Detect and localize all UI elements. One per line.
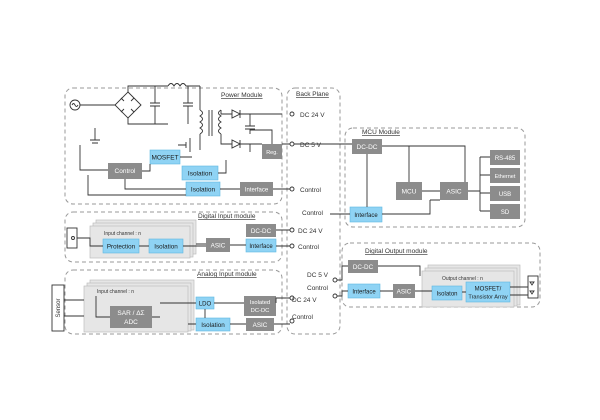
isolated-dcdc-line1: Isolated: [250, 300, 270, 306]
isolation-label-a: Isolation: [188, 171, 213, 178]
digital-output-module: DC 5 V Control DC-DC Interface ASIC Outp…: [307, 260, 539, 308]
ethernet-label: Ethernet: [495, 174, 516, 180]
power-interface-block: [240, 182, 273, 196]
di-interface-block: [245, 238, 277, 253]
sd-label: SD: [501, 210, 510, 216]
bp-dc5-label: DC 5 V: [300, 142, 322, 149]
rs485-block: [490, 150, 520, 165]
back-plane-border: [286, 87, 341, 335]
sd-block: [490, 204, 520, 219]
adc-block: [110, 306, 152, 328]
mcu-dcdc-label: DC-DC: [357, 144, 378, 151]
bp-control-label: Control: [300, 187, 322, 194]
di-interface-label: Interface: [249, 244, 273, 250]
mosfet-label: MOSFET: [151, 155, 178, 162]
di-asic-block: [206, 238, 230, 252]
ai-dc24-label: DC 24 V: [292, 297, 317, 304]
power-module-border: [64, 87, 283, 205]
ldo-label: LDO: [199, 302, 212, 308]
inductor-icon: [167, 83, 200, 87]
mcu-asic-label: ASIC: [446, 189, 461, 196]
ethernet-block: [490, 168, 520, 183]
control-block: [108, 163, 142, 179]
ai-isolation-label: Isolation: [201, 322, 225, 329]
analog-input-border: [64, 269, 283, 335]
capacitor-icon: [150, 86, 160, 124]
digital-input-module: Input channel : n Protection Isolation A…: [66, 219, 323, 259]
isolation-label-b: Isolation: [191, 187, 216, 194]
sensor-block: [51, 284, 65, 332]
power-module-title: Power Module: [221, 92, 263, 99]
di-dc24-label: DC 24 V: [298, 228, 323, 235]
di-channel-label: Input channel : n: [104, 231, 141, 237]
di-control-label: Control: [298, 244, 320, 251]
do-connector-icon: [527, 275, 539, 299]
di-isolation-label: Isolation: [154, 244, 178, 251]
do-dcdc-block: [348, 260, 378, 273]
isolated-dcdc-line2: DC-DC: [251, 308, 270, 314]
mcu-asic-block: [440, 182, 468, 200]
mcu-module-title: MCU Module: [362, 129, 400, 136]
sensor-label: Sensor: [56, 298, 62, 317]
do-dc5-label: DC 5 V: [307, 272, 329, 279]
mcu-module: DC-DC MCU ASIC RS-485 Ethernet USB SD In…: [302, 139, 520, 223]
usb-label: USB: [499, 192, 511, 198]
mcu-module-border: [344, 127, 526, 228]
do-dcdc-label: DC-DC: [353, 264, 374, 271]
reg-block: [262, 144, 282, 159]
ai-control-label: Control: [292, 314, 314, 321]
di-dcdc-label: DC-DC: [251, 228, 272, 235]
power-module: Reg. Control MOSFET Isolation Isolation …: [69, 83, 282, 197]
back-plane: DC 24 V DC 5 V Control: [273, 111, 352, 194]
do-asic-label: ASIC: [397, 289, 412, 296]
adc-label-line2: ADC: [124, 319, 138, 326]
ai-asic-label: ASIC: [253, 322, 268, 329]
di-dcdc-block: [246, 224, 276, 237]
power-interface-label: Interface: [245, 188, 269, 194]
rectifier-bridge-icon: [114, 91, 142, 119]
digital-input-title: Digital Input module: [198, 213, 256, 220]
bp-dc24-label: DC 24 V: [300, 112, 325, 119]
analog-input-title: Analog Input module: [197, 271, 257, 278]
adc-label-line1: SAR / ΔΣ: [117, 310, 144, 317]
transformer-icon: [199, 109, 222, 136]
rs485-label: RS-485: [495, 156, 516, 162]
reg-label: Reg.: [266, 150, 278, 156]
do-interface-label: Interface: [352, 290, 376, 296]
back-plane-title: Back Plane: [296, 91, 329, 98]
usb-block: [490, 186, 520, 201]
analog-input-module: Sensor Input channel : n SAR / ΔΣ ADC LD…: [51, 279, 317, 333]
di-protection-label: Protection: [107, 244, 136, 251]
do-control-label: Control: [307, 285, 329, 292]
mcu-interface-label: Interface: [354, 213, 378, 219]
mcu-label: MCU: [402, 189, 417, 196]
ai-channel-label: Input channel : n: [97, 289, 134, 295]
mcu-block: [396, 182, 422, 200]
do-channel-label: Output channel : n: [442, 276, 483, 282]
ai-isolation-block: [195, 317, 231, 332]
mcu-interface-block: [349, 206, 383, 223]
do-isolation-block: [431, 285, 463, 301]
control-label: Control: [115, 168, 137, 175]
digital-input-border: [64, 211, 283, 263]
do-mosfet-line1: MOSFET/: [475, 287, 502, 293]
do-isolation-label: Isolaton: [436, 292, 457, 298]
do-mosfet-line2: Transistor Array: [468, 295, 507, 301]
isolated-dcdc-block: [244, 296, 276, 316]
diode-icon: [220, 109, 262, 119]
mcu-control-in-label: Control: [302, 210, 324, 217]
di-connector-icon: [66, 227, 78, 249]
mcu-dcdc-block: [352, 139, 382, 154]
do-asic-block: [393, 284, 415, 298]
digital-output-title: Digital Output module: [365, 248, 428, 255]
ai-asic-block: [246, 318, 274, 331]
di-asic-label: ASIC: [211, 243, 226, 250]
